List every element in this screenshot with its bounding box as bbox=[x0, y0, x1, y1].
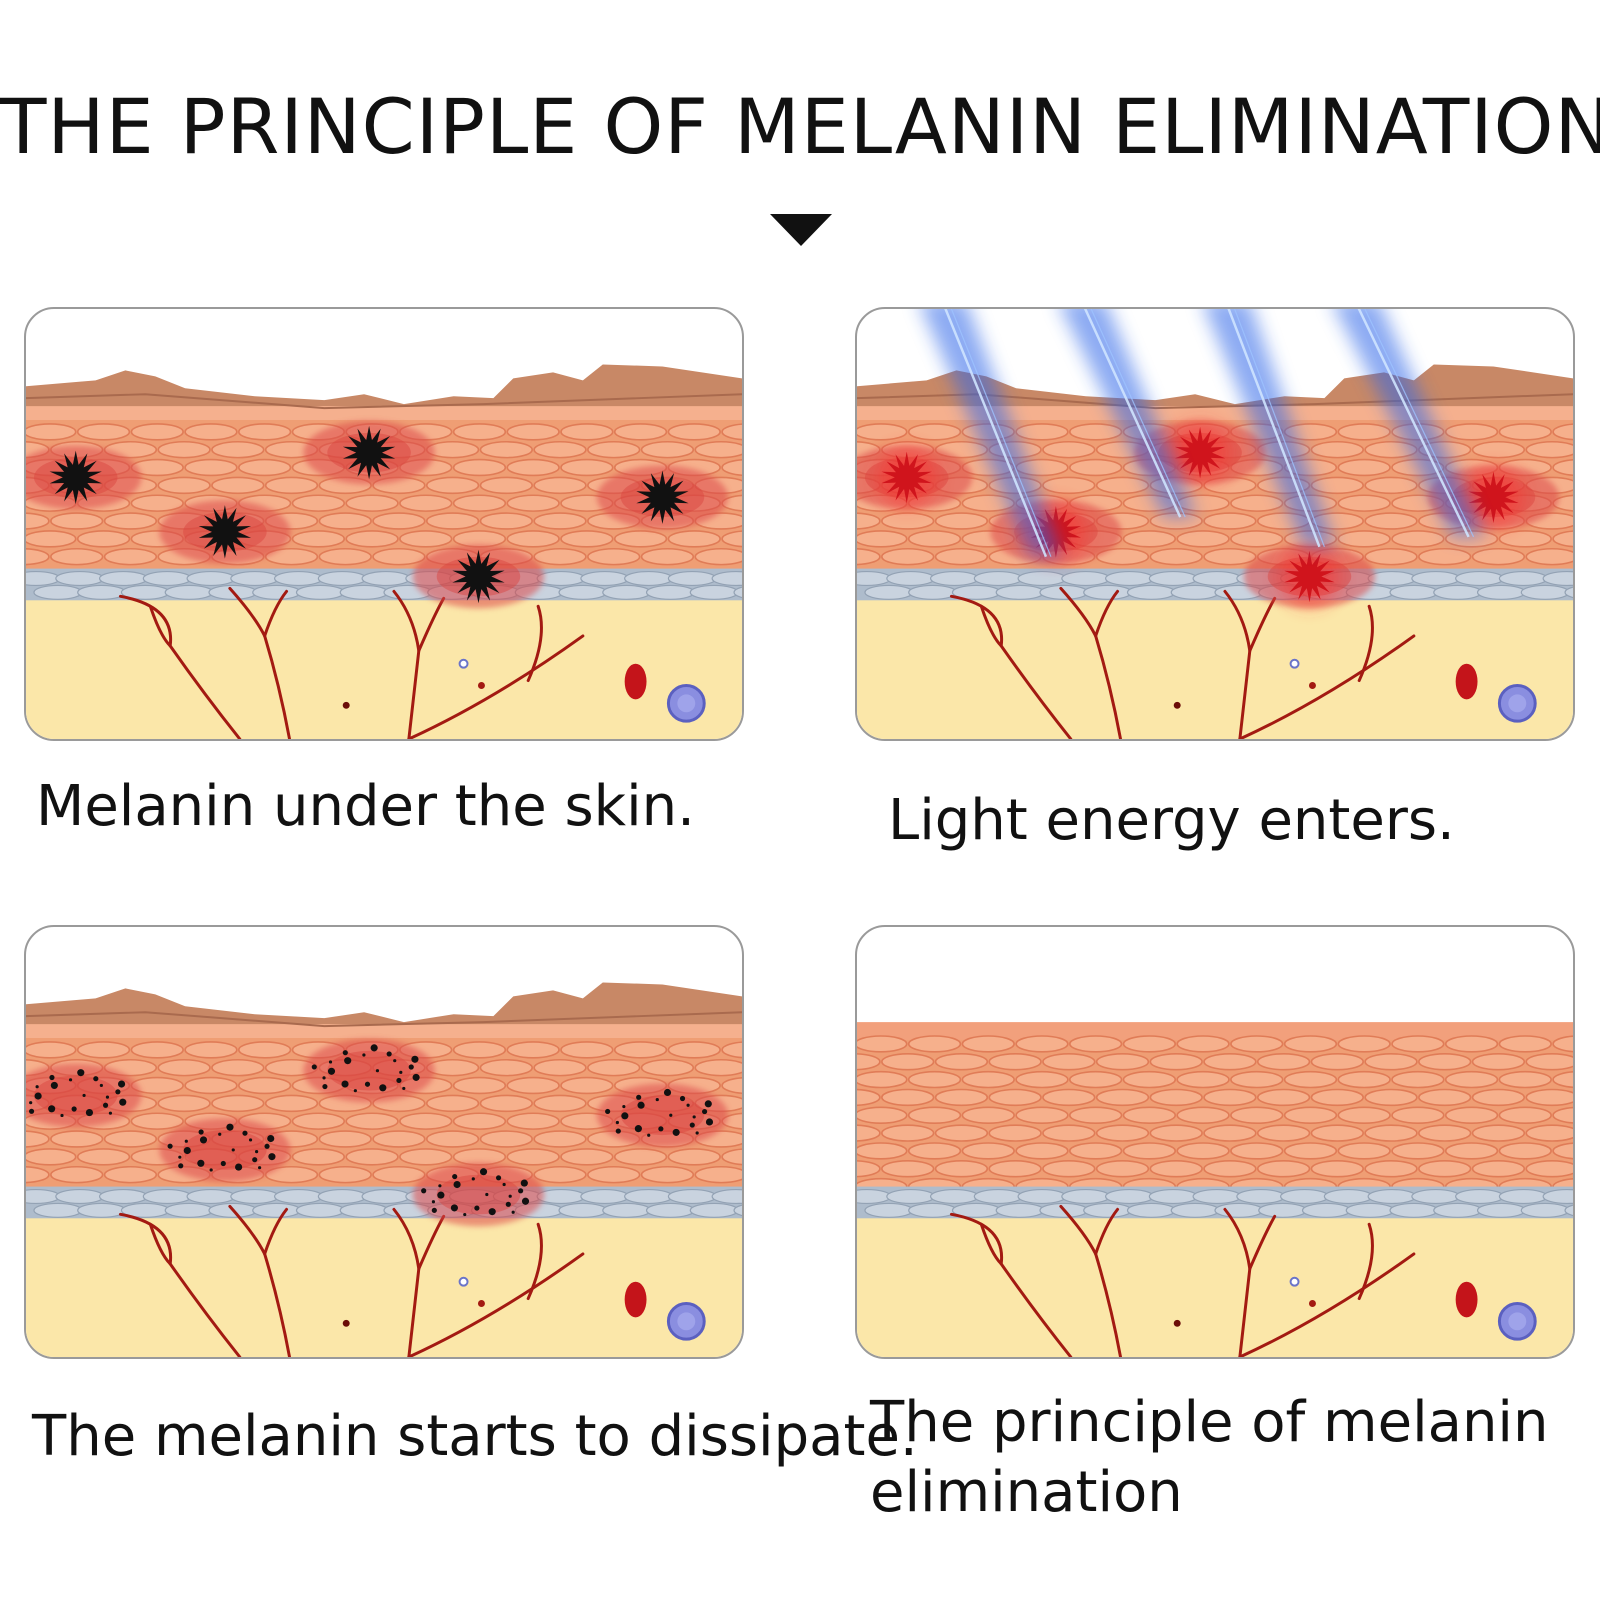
panel-melanin-dissipates bbox=[24, 925, 744, 1359]
red-blood-cell bbox=[624, 663, 647, 700]
melanin-particle-heated bbox=[1174, 426, 1226, 479]
skin-cross-section bbox=[857, 309, 1573, 739]
melanin-particle bbox=[198, 505, 252, 559]
down-arrow-icon bbox=[770, 214, 832, 246]
melanin-particle bbox=[636, 470, 689, 524]
caption-melanin-eliminated: The principle of melanin elimination bbox=[870, 1390, 1549, 1525]
dermis-layer bbox=[857, 1204, 1573, 1357]
melanin-particle-heated bbox=[1468, 471, 1519, 524]
melanin-particle bbox=[49, 450, 102, 505]
dermis-layer bbox=[26, 586, 742, 739]
pigment-zone bbox=[596, 1083, 729, 1147]
dermis-layer bbox=[26, 1204, 742, 1357]
dermis-layer bbox=[857, 586, 1573, 739]
light-beam bbox=[1335, 309, 1485, 537]
melanin-particle-heated bbox=[881, 451, 932, 504]
red-blood-cell bbox=[624, 1281, 647, 1318]
skin-cross-section bbox=[26, 982, 742, 1357]
melanin-fragments bbox=[311, 1044, 420, 1093]
skin-cross-section bbox=[857, 1022, 1573, 1357]
light-beam bbox=[1061, 309, 1197, 518]
melanin-particle-heated bbox=[1284, 550, 1335, 603]
caption-light-energy-enters: Light energy enters. bbox=[888, 788, 1455, 853]
caption-melanin-dissipates: The melanin starts to dissipate. bbox=[32, 1404, 918, 1469]
melanin-particle-heated bbox=[1030, 506, 1082, 558]
pigment-zone bbox=[159, 1118, 291, 1182]
stratum-corneum bbox=[26, 364, 742, 417]
light-beam bbox=[1205, 309, 1336, 547]
panel-light-energy-enters bbox=[855, 307, 1575, 741]
red-blood-cell bbox=[1455, 1281, 1478, 1318]
skin-cross-section bbox=[26, 364, 742, 739]
page-title: THE PRINCIPLE OF MELANIN ELIMINATION bbox=[0, 82, 1600, 171]
melanin-fragments bbox=[167, 1123, 276, 1172]
panel-melanin-under-skin bbox=[24, 307, 744, 741]
melanin-particle bbox=[342, 425, 396, 480]
panel-melanin-eliminated bbox=[855, 925, 1575, 1359]
melanin-particle bbox=[452, 549, 505, 604]
stratum-corneum bbox=[26, 982, 742, 1035]
light-beam bbox=[921, 309, 1062, 557]
pigment-zone bbox=[303, 1038, 435, 1103]
melanin-fragments bbox=[605, 1088, 714, 1137]
melanin-fragments bbox=[421, 1168, 530, 1217]
melanin-fragments bbox=[28, 1069, 127, 1118]
pigment-zone bbox=[412, 1162, 545, 1227]
caption-melanin-under-skin: Melanin under the skin. bbox=[36, 774, 695, 839]
red-blood-cell bbox=[1455, 663, 1478, 700]
